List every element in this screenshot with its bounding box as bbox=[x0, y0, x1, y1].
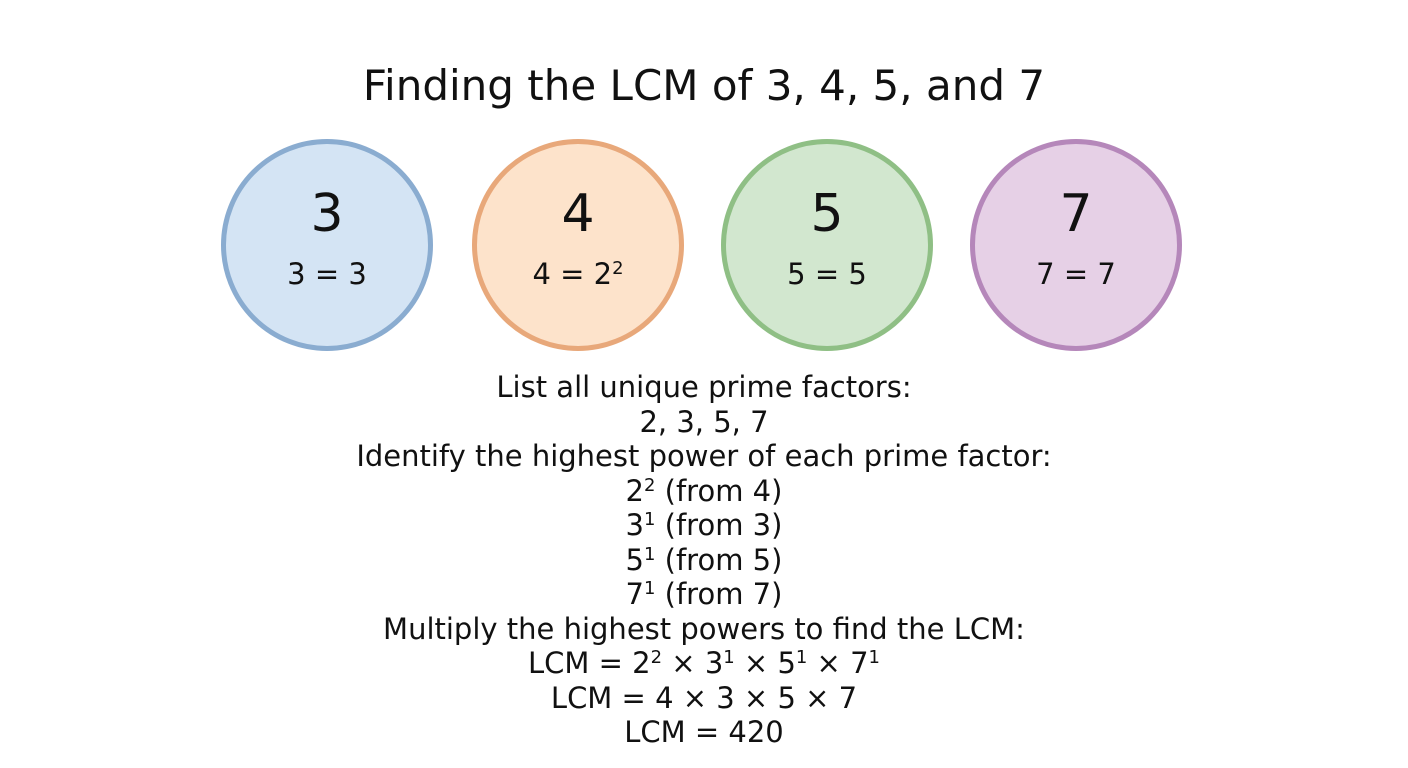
circle-factorization: 3 = 3 bbox=[287, 257, 367, 291]
circle-4: 4 4 = 22 bbox=[472, 139, 684, 351]
circle-7: 7 7 = 7 bbox=[970, 139, 1182, 351]
solution-steps: List all unique prime factors: 2, 3, 5, … bbox=[0, 370, 1408, 750]
circle-number: 5 bbox=[810, 184, 844, 244]
circle-number: 3 bbox=[310, 184, 344, 244]
lcm-result: LCM = 420 bbox=[624, 715, 784, 749]
step3-heading: Multiply the highest powers to find the … bbox=[383, 611, 1025, 646]
step2-heading: Identify the highest power of each prime… bbox=[356, 439, 1052, 473]
circle-number: 7 bbox=[1059, 184, 1093, 244]
circle-factorization: 5 = 5 bbox=[787, 257, 867, 291]
circle-3: 3 3 = 3 bbox=[221, 139, 433, 351]
page-title: Finding the LCM of 3, 4, 5, and 7 bbox=[362, 61, 1046, 110]
power-line: 31 (from 3) bbox=[625, 508, 783, 542]
primes-list: 2, 3, 5, 7 bbox=[639, 404, 769, 439]
circle-factorization: 7 = 7 bbox=[1036, 257, 1116, 291]
power-line: 51 (from 5) bbox=[625, 542, 783, 577]
lcm-product: LCM = 22 × 31 × 51 × 71 bbox=[528, 646, 880, 680]
circle-5: 5 5 = 5 bbox=[721, 139, 933, 351]
power-line: 22 (from 4) bbox=[625, 473, 783, 508]
circle-factorization: 4 = 22 bbox=[532, 257, 624, 291]
power-line: 71 (from 7) bbox=[625, 577, 783, 611]
circle-number: 4 bbox=[561, 184, 595, 244]
lcm-expanded: LCM = 4 × 3 × 5 × 7 bbox=[550, 680, 858, 715]
step1-heading: List all unique prime factors: bbox=[496, 370, 912, 404]
